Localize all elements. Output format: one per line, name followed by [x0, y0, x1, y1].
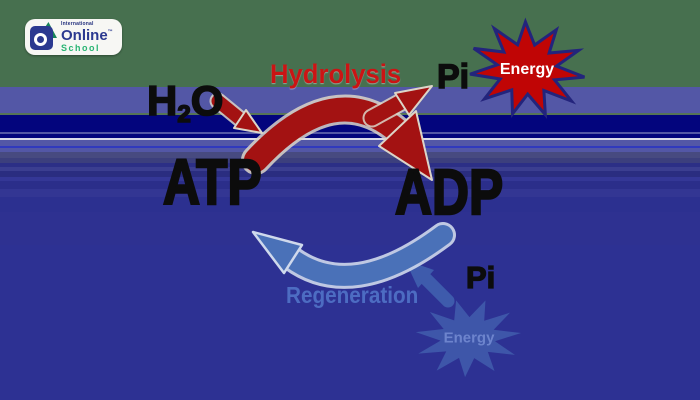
energy-input-label: Energy: [443, 329, 495, 347]
atp-label: ATP: [162, 146, 263, 218]
regeneration-label: Regeneration: [286, 282, 419, 308]
online-school-logo: International Online™ School: [25, 19, 122, 55]
pi-branch-arrow-icon: [362, 85, 433, 128]
logo-international-label: International: [61, 20, 94, 27]
logo-ring-icon: [34, 33, 47, 46]
pi-bottom-label: Pi: [465, 260, 496, 295]
logo-text: International Online™ School: [61, 20, 113, 53]
logo-trademark: ™: [107, 28, 113, 35]
logo-school-label: School: [61, 42, 101, 53]
hydrolysis-label: Hydrolysis: [270, 59, 402, 89]
regeneration-arrow-icon: [251, 222, 456, 289]
h2o-input-arrow-icon: [209, 92, 263, 134]
h2o-label: H2O: [146, 77, 224, 128]
logo-mark-icon: [30, 22, 57, 52]
pi-top-label: Pi: [436, 58, 470, 96]
logo-online-label: Online™: [61, 26, 113, 44]
h2o-subscript: 2: [177, 101, 192, 128]
h2o-element: H: [146, 77, 178, 124]
h2o-suffix: O: [190, 77, 224, 124]
adp-label: ADP: [394, 156, 504, 228]
energy-released-label: Energy: [499, 61, 555, 78]
